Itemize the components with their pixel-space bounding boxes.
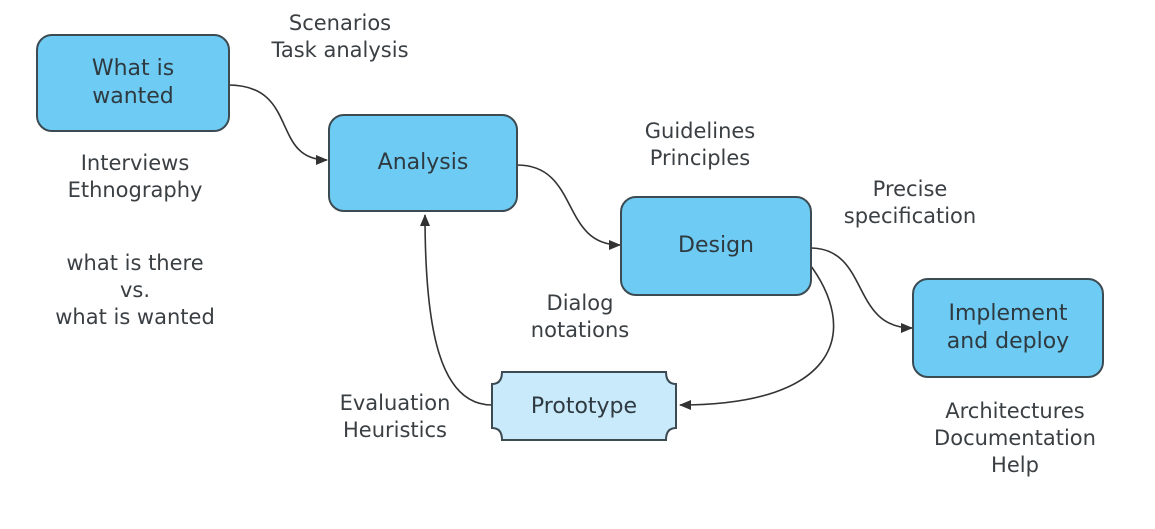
annotation-line: notations xyxy=(530,318,630,342)
arrow-analysis-to-design xyxy=(516,164,621,250)
node-implement-deploy: Implement and deploy xyxy=(912,278,1104,378)
annotation-line: Documentation xyxy=(934,426,1096,450)
prototype-shape xyxy=(491,371,677,441)
annotation-line: Interviews xyxy=(80,151,190,175)
annotation-line: Task analysis xyxy=(271,38,409,62)
node-label: and deploy xyxy=(946,329,1070,354)
annotation-scenarios: Scenarios Task analysis xyxy=(240,10,440,64)
annotation-line: Dialog xyxy=(546,291,614,315)
arrow-wanted-to-analysis xyxy=(227,84,328,165)
annotation-line: Evaluation xyxy=(339,391,451,415)
node-label: Implement xyxy=(948,301,1068,326)
annotation-comparison: what is there vs. what is wanted xyxy=(20,250,250,331)
annotation-dialog: Dialog notations xyxy=(490,290,670,344)
annotation-line: what is there xyxy=(66,251,204,275)
annotation-line: Precise xyxy=(872,177,948,201)
annotation-line: specification xyxy=(843,204,977,228)
annotation-precise: Precise specification xyxy=(820,176,1000,230)
node-what-is-wanted: What is wanted xyxy=(36,34,230,132)
annotation-line: Help xyxy=(991,453,1039,477)
annotation-line: Architectures xyxy=(945,399,1085,423)
node-design: Design xyxy=(620,196,812,296)
annotation-evaluation: Evaluation Heuristics xyxy=(320,390,470,444)
arrow-design-to-prototype xyxy=(679,261,835,410)
annotation-interviews: Interviews Ethnography xyxy=(30,150,240,204)
node-label: Design xyxy=(678,233,754,258)
node-label: What is xyxy=(91,56,175,81)
node-prototype: Prototype xyxy=(490,370,678,442)
annotation-architectures: Architectures Documentation Help xyxy=(915,398,1115,479)
annotation-line: Guidelines xyxy=(644,119,756,143)
annotation-line: Heuristics xyxy=(343,418,447,442)
arrow-design-to-implement xyxy=(809,247,913,333)
node-label: Analysis xyxy=(377,150,469,175)
annotation-line: Scenarios xyxy=(288,11,392,35)
annotation-line: Ethnography xyxy=(67,178,203,202)
annotation-line: Principles xyxy=(649,146,751,170)
annotation-line: vs. xyxy=(119,278,151,302)
annotation-guidelines: Guidelines Principles xyxy=(610,118,790,172)
node-analysis: Analysis xyxy=(328,114,518,212)
arrow-prototype-to-analysis xyxy=(420,214,493,406)
annotation-line: what is wanted xyxy=(55,305,215,329)
node-label: Prototype xyxy=(530,393,638,419)
node-label: wanted xyxy=(92,84,174,109)
